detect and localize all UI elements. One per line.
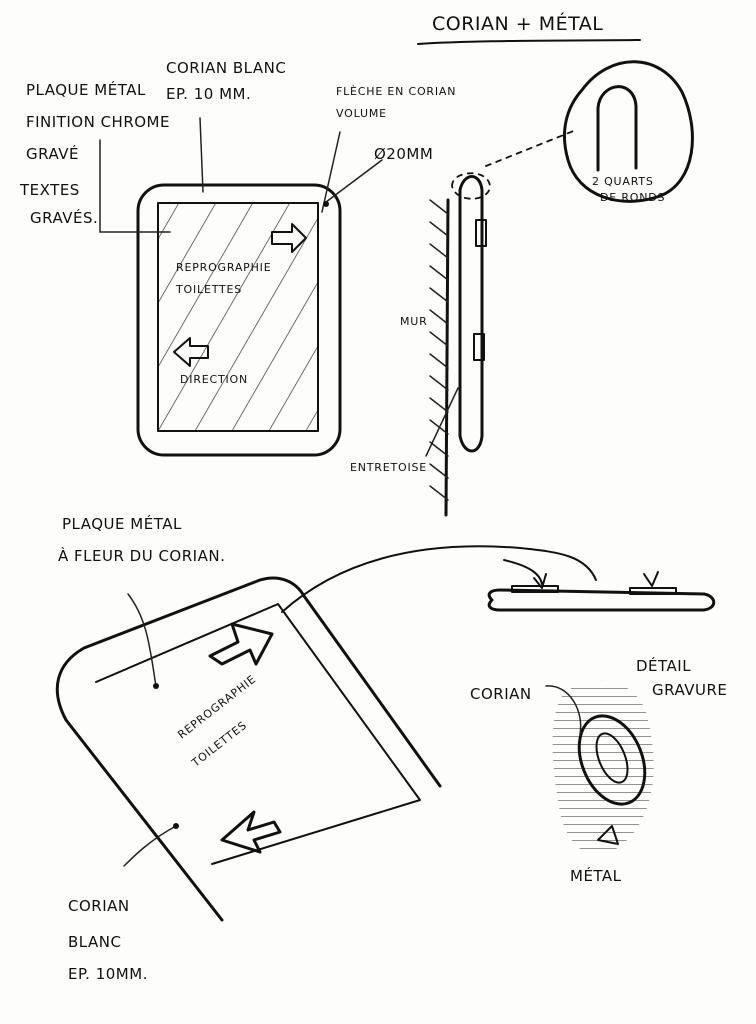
engraving-outer [577, 714, 647, 806]
flush-label-line-2: À FLEUR DU CORIAN. [58, 547, 226, 565]
leader-engraving-corian [545, 685, 582, 735]
perspective-corian-line-2: BLANC [68, 933, 122, 951]
diameter-dot [323, 201, 329, 207]
corian-label-line-1: CORIAN BLANC [166, 59, 287, 77]
curve-to-section [281, 545, 597, 613]
panel-section [458, 175, 484, 453]
leader-perspective-corian [123, 825, 177, 867]
leader-plate [99, 139, 171, 233]
perspective-corian-outline [55, 576, 442, 922]
spacer-bottom [473, 333, 485, 361]
section-bar [487, 588, 716, 612]
arrow-label-line-1: FLÈCHE EN CORIAN [336, 85, 457, 98]
round-profile [596, 85, 638, 172]
arrow-left-icon [173, 337, 209, 367]
wall-label: MUR [400, 315, 428, 328]
corian-dot [173, 823, 179, 829]
detail-callout [485, 129, 577, 167]
perspective-arrow-left [220, 810, 282, 854]
round-detail [451, 60, 694, 203]
title-underline [417, 39, 641, 45]
sketch-title: CORIAN + MÉTAL [432, 13, 604, 35]
flush-dot [153, 683, 159, 689]
corian-panel-outline [136, 183, 342, 457]
perspective-arrow-right [208, 622, 274, 666]
flush-label-line-1: PLAQUE MÉTAL [62, 515, 182, 533]
side-view [425, 175, 487, 517]
plate-label-line-2: FINITION CHROME [26, 113, 170, 131]
curve-to-section-2 [503, 559, 543, 585]
leader-diameter [325, 159, 383, 203]
engraving-detail [545, 680, 654, 855]
section-view [487, 585, 716, 612]
plate-label-line-1: PLAQUE MÉTAL [26, 81, 146, 99]
leader-corian [199, 117, 204, 193]
front-view [99, 117, 383, 457]
metal-plate-hatch [158, 203, 318, 431]
wall-line [444, 198, 450, 517]
perspective-corian-line-1: CORIAN [68, 897, 130, 915]
detail-bubble [563, 60, 694, 203]
engraving-title-line-1: DÉTAIL [636, 657, 692, 675]
engraving-title-line-2: GRAVURE [652, 681, 728, 699]
plate-text-direction: DIRECTION [180, 373, 249, 386]
engraving-inner [595, 732, 629, 784]
section-plate-b [629, 587, 677, 595]
plate-label-line-3: GRAVÉ [26, 145, 79, 163]
leader-arrow [321, 131, 341, 213]
arrow-right-icon [271, 223, 307, 253]
leader-spacer [425, 387, 459, 457]
detail-circle [451, 172, 491, 200]
round-label-line-2: DE RONDS [600, 191, 666, 204]
perspective-corian-line-3: EP. 10MM. [68, 965, 148, 983]
texts-label-line-2: GRAVÉS. [30, 209, 99, 227]
texts-label-line-1: TEXTES [20, 181, 80, 199]
plate-text-toilettes: TOILETTES [176, 283, 243, 296]
spacer-label: ENTRETOISE [350, 461, 428, 474]
leader-flush [127, 593, 157, 687]
plate-text-reprographie: REPROGRAPHIE [176, 261, 272, 274]
arrowhead-a [533, 573, 547, 589]
diameter-label: Ø20MM [374, 145, 434, 163]
metal-pointer [597, 825, 619, 845]
spacer-top [475, 219, 487, 247]
metal-plate-outline [157, 202, 319, 432]
perspective-plate-outline [95, 603, 421, 865]
perspective-view [55, 545, 659, 922]
round-label-line-1: 2 QUARTS [592, 175, 654, 188]
wall-hatching [429, 199, 449, 501]
arrow-label-line-2: VOLUME [336, 107, 387, 120]
arrowhead-b [643, 571, 659, 587]
engraving-metal-label: MÉTAL [570, 867, 622, 885]
section-plate-a [511, 585, 559, 593]
engraving-corian-label: CORIAN [470, 685, 532, 703]
corian-label-line-2: EP. 10 MM. [166, 85, 252, 103]
